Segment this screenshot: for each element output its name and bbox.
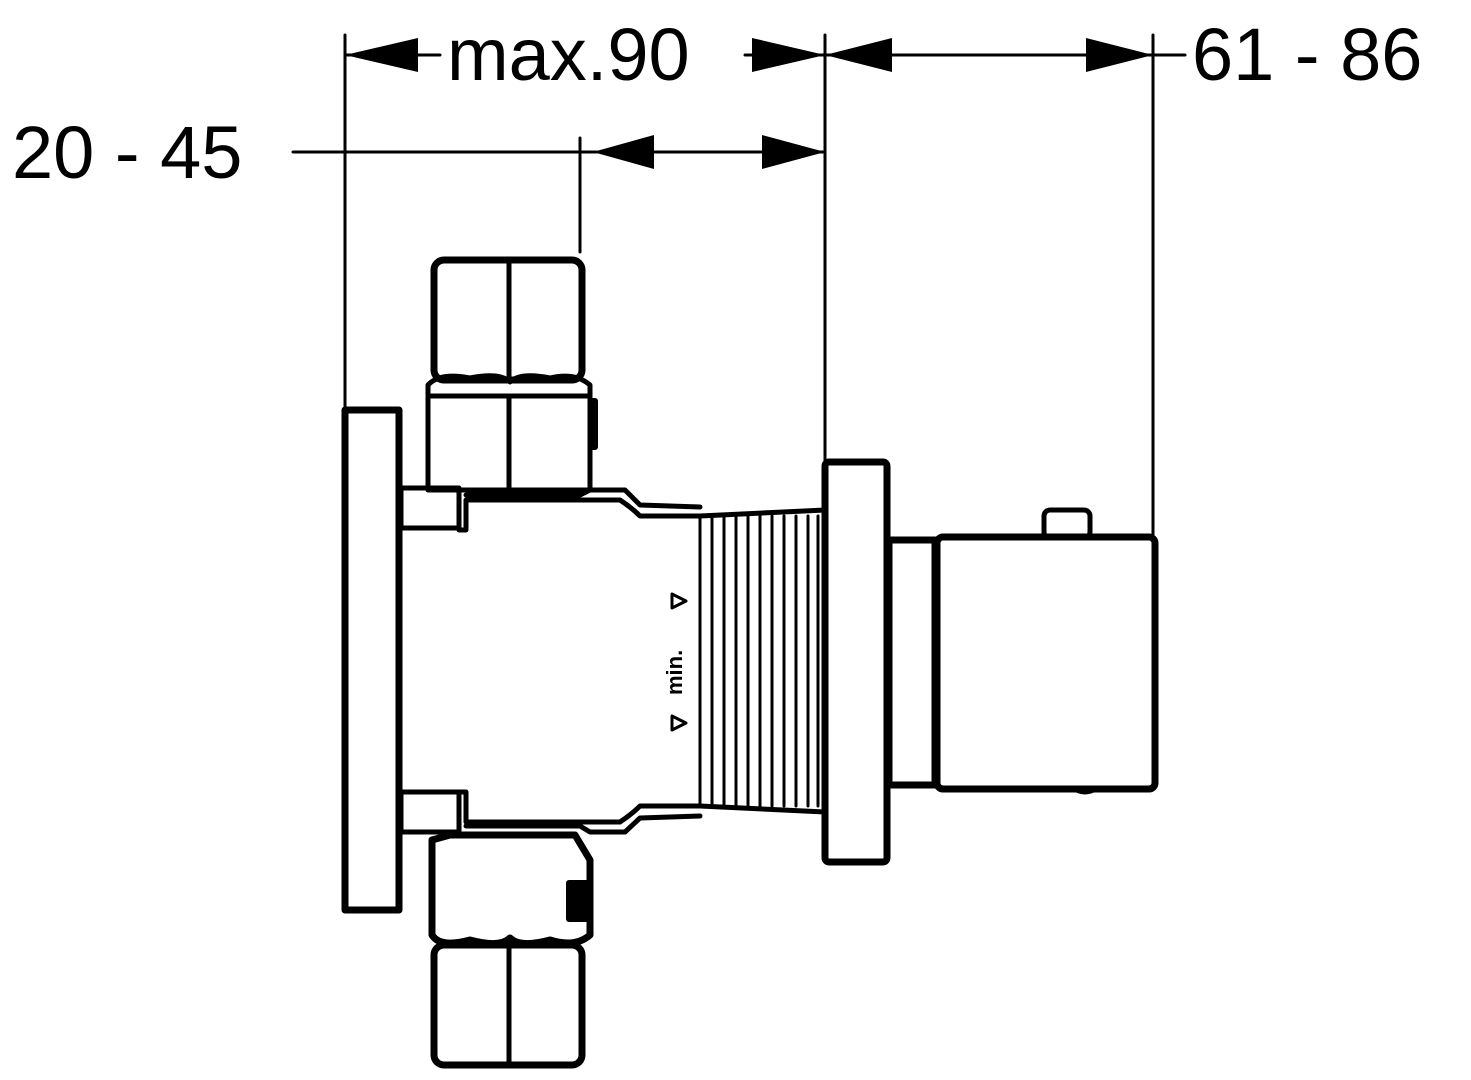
valve-body-top-edge <box>463 487 703 510</box>
arrowhead <box>1086 38 1153 72</box>
arrowhead <box>752 38 825 72</box>
mounting-stud-bottom <box>398 789 462 835</box>
lower-connection-fitting <box>428 831 594 1069</box>
min-marker-triangle-top <box>670 592 688 610</box>
handle-indicator-tab <box>1041 507 1093 541</box>
valve-body-outline <box>456 497 828 825</box>
dim-label-range-left: 20 - 45 <box>12 111 242 194</box>
thread-section <box>698 514 820 808</box>
cover-flange <box>821 458 891 866</box>
arrowhead <box>345 38 418 72</box>
upper-nut-body <box>425 373 593 493</box>
arrowhead <box>762 135 825 169</box>
upper-nut-tab <box>588 398 598 450</box>
wall-plate <box>341 406 403 914</box>
arrowhead <box>825 38 892 72</box>
mounting-stud-top <box>398 485 462 531</box>
dim-label-range-right: 61 - 86 <box>1192 13 1422 96</box>
upper-connection-fitting <box>425 256 598 493</box>
min-marking: min. <box>662 650 687 695</box>
handle-bottom-notch <box>1070 789 1100 795</box>
lower-nut-tab <box>566 880 590 922</box>
valve-body-bottom-edge <box>463 813 703 835</box>
dimension-lines <box>291 33 1187 537</box>
min-marker-triangle-bottom <box>670 714 688 732</box>
dim-label-max: max.90 <box>447 13 690 96</box>
handle-collar <box>885 536 939 789</box>
handle-knob <box>933 533 1159 793</box>
arrowhead <box>593 135 654 169</box>
